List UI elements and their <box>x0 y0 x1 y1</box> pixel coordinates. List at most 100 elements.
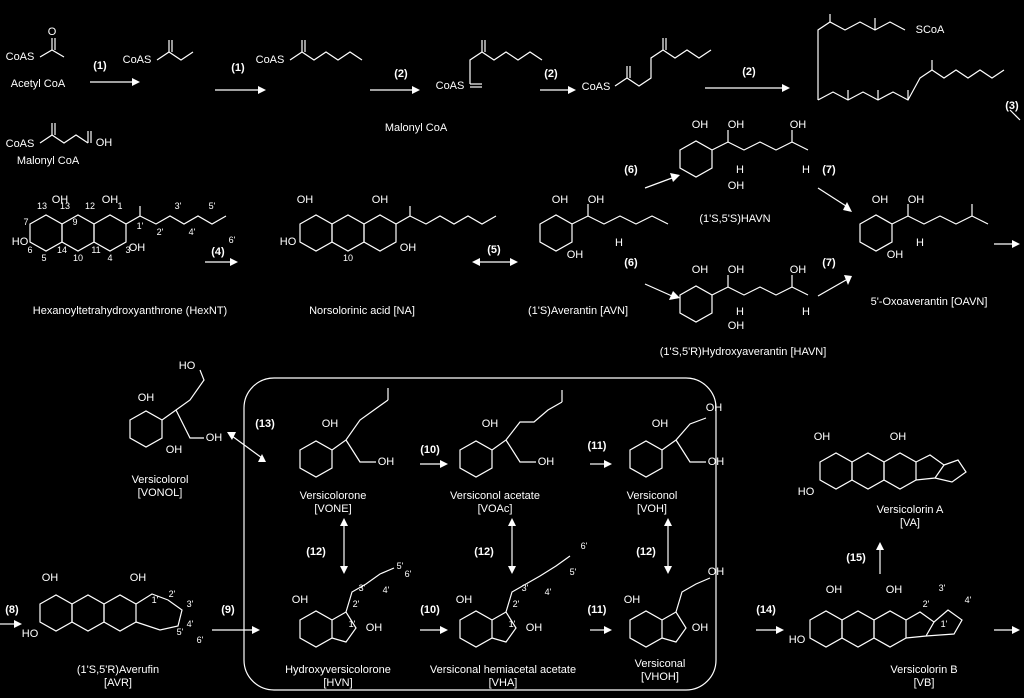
atom-h: H <box>802 306 810 318</box>
compound-label: Acetyl CoA <box>10 78 66 90</box>
atom-oh: OH <box>727 264 745 276</box>
step-label: (2) <box>544 68 558 80</box>
carbon-number: 1' <box>151 595 159 605</box>
avn-structure <box>539 204 669 252</box>
atom-ho: HO <box>21 628 39 640</box>
compound-label: (1'S,5'R)Hydroxyaverantin [HAVN] <box>659 346 827 358</box>
compound-label: Versicolorol[VONOL] <box>131 474 189 499</box>
atom-oh: OH <box>886 249 904 261</box>
atom-oh: OH <box>705 402 723 414</box>
atom-oh: OH <box>871 194 889 206</box>
hexanoyl-coa-structure <box>289 40 363 61</box>
atom-oh: OH <box>481 418 499 430</box>
atom-coas: CoAS <box>581 81 611 93</box>
atom-oh: OH <box>691 119 709 131</box>
carbon-number: 5' <box>396 561 404 571</box>
ring-number: 10 <box>342 253 354 263</box>
atom-ho: HO <box>11 236 29 248</box>
step-label: (10) <box>420 604 440 616</box>
malonyl-coa-structure <box>39 123 92 144</box>
step-label: (11) <box>587 604 607 616</box>
grouped-intermediates-box <box>243 377 717 691</box>
atom-ho: HO <box>788 634 806 646</box>
atom-oh: OH <box>789 264 807 276</box>
atom-oh: OH <box>377 456 395 468</box>
atom-oh: OH <box>587 194 605 206</box>
atom-ho: HO <box>178 360 196 372</box>
carbon-number: 6' <box>580 541 588 551</box>
atom-h: H <box>615 237 623 249</box>
atom-o: O <box>47 26 57 38</box>
ring-number: 7 <box>23 217 29 227</box>
step-label: (7) <box>822 164 836 176</box>
carbon-number: 5' <box>176 627 184 637</box>
carbon-number: 3' <box>186 599 194 609</box>
carbon-number: 2' <box>922 599 930 609</box>
oxo-octanoyl-coa-structure <box>469 40 543 88</box>
atom-oh: OH <box>727 180 745 192</box>
compound-label: Versicolorin A[VA] <box>876 504 944 529</box>
na-structure <box>299 206 497 252</box>
avr-structure <box>39 593 183 632</box>
atom-oh: OH <box>623 594 641 606</box>
vhoh-structure <box>629 577 711 648</box>
compound-label: Versiconol[VOH] <box>626 490 678 515</box>
ring-number: 5' <box>208 201 216 211</box>
atom-oh: OH <box>129 572 147 584</box>
atom-coas: CoAS <box>255 54 285 66</box>
carbon-number: 4' <box>544 587 552 597</box>
atom-oh: OH <box>296 194 314 206</box>
carbon-number: 2' <box>512 599 520 609</box>
va-structure <box>819 452 967 490</box>
ring-number: 13 <box>36 201 48 211</box>
step-label: (13) <box>255 418 275 430</box>
step-label: (7) <box>822 257 836 269</box>
carbon-number: 2' <box>168 589 176 599</box>
carbon-number: 1' <box>348 619 356 629</box>
carbon-number: 5' <box>569 567 577 577</box>
step-label: (8) <box>5 604 19 616</box>
atom-oh: OH <box>651 418 669 430</box>
step-label: (2) <box>742 66 756 78</box>
ring-number: 4 <box>107 253 113 263</box>
atom-oh: OH <box>371 194 389 206</box>
compound-label: 5'-Oxoaverantin [OAVN] <box>870 296 988 308</box>
step-label: (6) <box>624 257 638 269</box>
carbon-number: 4' <box>186 619 194 629</box>
ring-number: 2' <box>156 227 164 237</box>
atom-oh: OH <box>365 622 383 634</box>
atom-coas: CoAS <box>435 80 465 92</box>
atom-oh: OH <box>455 594 473 606</box>
atom-h: H <box>736 306 744 318</box>
step-label: (3) <box>1005 100 1019 112</box>
ring-number: 6' <box>228 235 236 245</box>
atom-oh: OH <box>537 456 555 468</box>
reaction-arrows <box>0 78 1021 634</box>
compound-label: Versicolorone[VONE] <box>299 490 367 515</box>
atom-oh: OH <box>205 432 223 444</box>
vb-structure <box>809 609 963 648</box>
atom-oh: OH <box>399 242 417 254</box>
step-label: (5) <box>487 244 501 256</box>
compound-label: (1'S,5'R)Averufin[AVR] <box>76 664 160 689</box>
oavn-structure <box>859 204 989 252</box>
atom-coas: CoAS <box>122 54 152 66</box>
carbon-number: 6' <box>404 569 412 579</box>
step-label: (15) <box>846 552 866 564</box>
ring-number: 11 <box>91 245 101 255</box>
carbon-number: 1' <box>940 619 948 629</box>
acetyl-coa-structure <box>39 38 65 58</box>
compound-label: Versicolorin B[VB] <box>890 664 958 689</box>
atom-oh: OH <box>128 242 146 254</box>
ring-number: 6 <box>27 245 33 255</box>
atom-oh: OH <box>566 249 584 261</box>
step-label: (12) <box>474 546 494 558</box>
ring-number: 14 <box>56 245 68 255</box>
compound-label: Hydroxyversicolorone[HVN] <box>285 664 391 689</box>
atom-oh: OH <box>885 584 903 596</box>
dioxo-decanoyl-coa-structure <box>614 38 712 87</box>
atom-ho: HO <box>279 236 297 248</box>
compound-label: (1'S)Averantin [AVN] <box>527 305 629 317</box>
